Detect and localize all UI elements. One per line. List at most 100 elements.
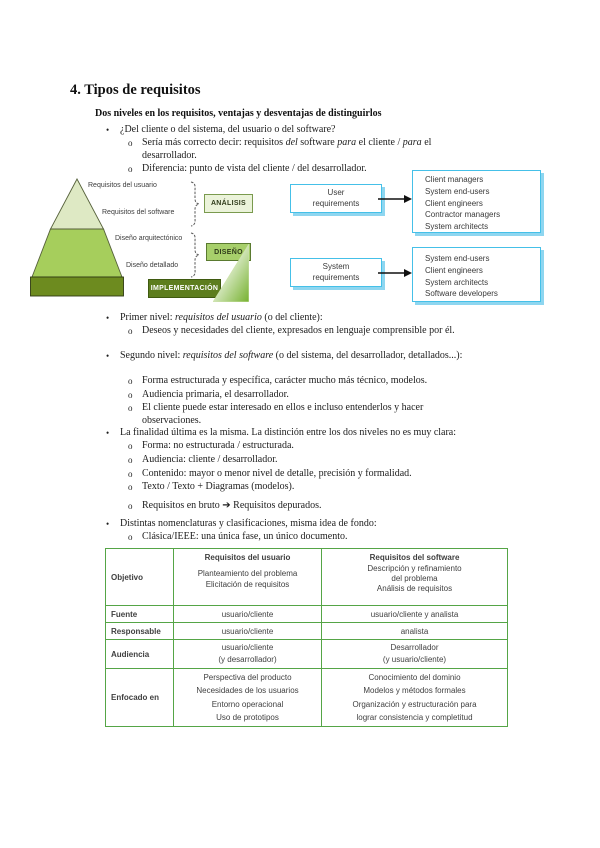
row-label: Audiencia (105, 639, 174, 669)
table-row: Fuente usuario/cliente usuario/cliente y… (105, 605, 508, 623)
bullet-item: • Segundo nivel: requisitos del software… (106, 350, 518, 363)
system-requirements-box: System requirements (290, 258, 382, 287)
bullet-marker: • (106, 428, 110, 438)
column-header-user: Requisitos del usuario (204, 553, 291, 562)
sub-bullet-marker: o (128, 501, 133, 511)
user-requirements-label: User requirements (312, 188, 360, 208)
cell-software: usuario/cliente y analista (321, 605, 508, 623)
bullet-item: • Primer nivel: requisitos del usuario (… (106, 312, 518, 325)
sub-bullet-item: o Diferencia: punto de vista del cliente… (128, 163, 474, 176)
sub-bullet-marker: o (128, 469, 133, 479)
sub-bullet-text: Audiencia: cliente / desarrollador. (142, 454, 278, 465)
section-subtitle: Dos niveles en los requisitos, ventajas … (95, 108, 382, 119)
system-requirements-label: System requirements (312, 262, 360, 282)
bullet-text: Distintas nomenclaturas y clasificacione… (120, 518, 377, 529)
sub-bullet-text: Clásica/IEEE: una única fase, un único d… (142, 531, 348, 542)
brace-icon (190, 181, 200, 227)
sub-bullet-marker: o (128, 376, 133, 386)
row-label: Fuente (105, 605, 174, 623)
sub-bullet-marker: o (128, 532, 133, 542)
sub-bullet-marker: o (128, 455, 133, 465)
sub-bullet-item: o Texto / Texto + Diagramas (modelos). (128, 481, 474, 494)
table-row: Audiencia usuario/cliente(y desarrollado… (105, 639, 508, 669)
bullet-text: Segundo nivel: requisitos del software (… (120, 350, 463, 361)
brace-icon (190, 232, 200, 278)
stage-box-implementacion: IMPLEMENTACIÓN (148, 279, 221, 298)
page-title: 4. Tipos de requisitos (70, 82, 201, 98)
sub-bullet-item: o El cliente puede estar interesado en e… (128, 402, 474, 428)
cell-software: analista (321, 622, 508, 640)
sub-bullet-marker: o (128, 164, 133, 174)
bullet-marker: • (106, 313, 110, 323)
pyramid-level-label: Diseño arquitectónico (115, 235, 183, 242)
row-label: Responsable (105, 622, 174, 640)
row-label: Objetivo (105, 548, 174, 606)
sub-bullet-item: o Sería más correcto decir: requisitos d… (128, 137, 474, 163)
cell-software-lines: Desarrollador(y usuario/cliente) (382, 643, 447, 664)
cell-software-lines: analista (400, 626, 429, 636)
cell-user: usuario/cliente (173, 605, 322, 623)
column-header-software: Requisitos del software (369, 553, 460, 562)
row-label: Enfocado en (105, 668, 174, 727)
pyramid-diagram (30, 178, 124, 297)
pyramid-level-label: Requisitos del software (102, 209, 175, 216)
sub-bullet-marker: o (128, 482, 133, 492)
pyramid-bottom-level (30, 276, 124, 297)
sub-bullet-text: Sería más correcto decir: requisitos del… (142, 137, 432, 161)
sub-bullet-item: o Requisitos en bruto ➔ Requisitos depur… (128, 500, 474, 513)
stage-box-analisis: ANÁLISIS (204, 194, 253, 213)
bullet-text: Primer nivel: requisitos del usuario (o … (120, 312, 323, 323)
table-row: Objetivo Requisitos del usuario Planteam… (105, 548, 508, 606)
cell-user-lines: usuario/cliente (221, 626, 274, 636)
sub-bullet-text: El cliente puede estar interesado en ell… (142, 402, 424, 426)
sub-bullet-marker: o (128, 326, 133, 336)
pyramid-level-label: Diseño detallado (126, 262, 179, 269)
bullet-marker: • (106, 519, 110, 529)
cell-user-lines: usuario/cliente(y desarrollador) (218, 643, 277, 664)
pyramid-middle-level (31, 228, 123, 278)
sub-bullet-item: o Audiencia: cliente / desarrollador. (128, 454, 474, 467)
bullet-item: • ¿Del cliente o del sistema, del usuari… (106, 124, 518, 137)
bullet-text: La finalidad última es la misma. La dist… (120, 427, 457, 438)
sub-bullet-item: o Contenido: mayor o menor nivel de deta… (128, 468, 474, 481)
bullet-marker: • (106, 125, 110, 135)
sub-bullet-marker: o (128, 441, 133, 451)
cell-user: usuario/cliente(y desarrollador) (173, 639, 322, 669)
table-row: Responsable usuario/cliente analista (105, 622, 508, 640)
sub-bullet-item: o Clásica/IEEE: una única fase, un único… (128, 531, 474, 544)
requirements-comparison-table: Objetivo Requisitos del usuario Planteam… (105, 548, 508, 727)
cell-user: usuario/cliente (173, 622, 322, 640)
bullet-text: ¿Del cliente o del sistema, del usuario … (120, 124, 336, 135)
bullet-item: • Distintas nomenclaturas y clasificacio… (106, 518, 518, 531)
swoosh-decoration (213, 244, 249, 302)
sub-bullet-text: Diferencia: punto de vista del cliente /… (142, 163, 367, 174)
sub-bullet-item: o Deseos y necesidades del cliente, expr… (128, 325, 474, 338)
cell-software: Requisitos del software Descripción y re… (321, 548, 508, 606)
sub-bullet-marker: o (128, 390, 133, 400)
sub-bullet-text: Audiencia primaria, el desarrollador. (142, 389, 289, 400)
sub-bullet-item: o Forma: no estructurada / estructurada. (128, 440, 474, 453)
sub-bullet-text: Contenido: mayor o menor nivel de detall… (142, 468, 412, 479)
cell-software: Desarrollador(y usuario/cliente) (321, 639, 508, 669)
sub-bullet-item: o Audiencia primaria, el desarrollador. (128, 389, 474, 402)
cell-software-lines: usuario/cliente y analista (370, 609, 459, 619)
bullet-marker: • (106, 351, 110, 361)
pyramid-level-label: Requisitos del usuario (88, 182, 157, 189)
bullet-item: • La finalidad última es la misma. La di… (106, 427, 518, 440)
cell-user-lines: usuario/cliente (221, 609, 274, 619)
sub-bullet-marker: o (128, 403, 133, 413)
user-requirements-box: User requirements (290, 184, 382, 213)
sub-bullet-text: Texto / Texto + Diagramas (modelos). (142, 481, 295, 492)
sub-bullet-text: Deseos y necesidades del cliente, expres… (142, 325, 455, 336)
sub-bullet-text: Requisitos en bruto ➔ Requisitos depurad… (142, 500, 322, 511)
